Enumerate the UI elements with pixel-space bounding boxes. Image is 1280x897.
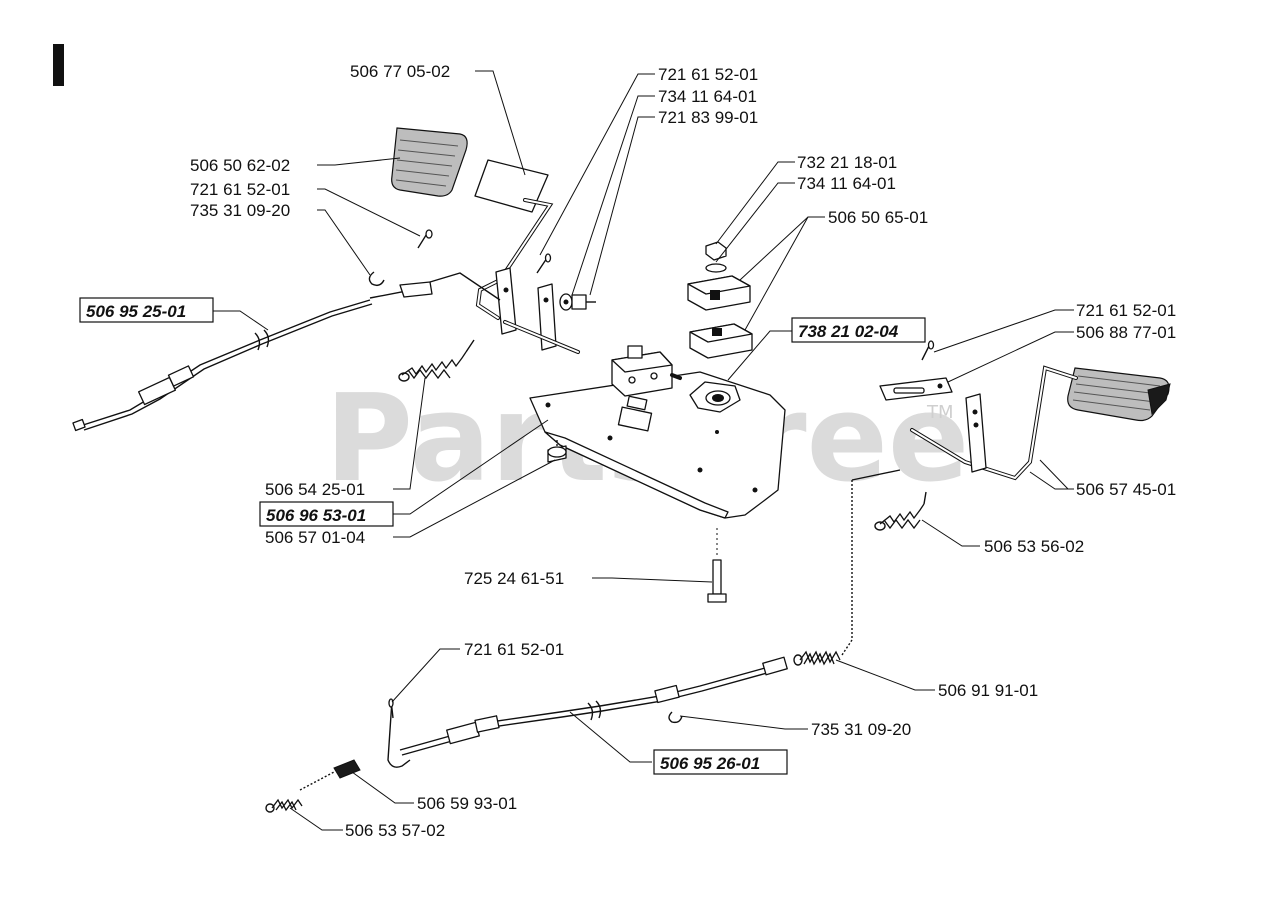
label-506-91-91-01[interactable]: 506 91 91-01	[938, 681, 1038, 700]
label-506-50-65-01[interactable]: 506 50 65-01	[828, 208, 928, 227]
bottom-bolt	[707, 528, 727, 603]
lower-pin	[388, 698, 394, 719]
left-spring	[398, 339, 475, 382]
right-cotter-pin	[921, 340, 935, 361]
right-spring	[874, 491, 927, 531]
label-506-57-01-04[interactable]: 506 57 01-04	[265, 528, 365, 547]
return-rod	[841, 469, 901, 656]
label-506-96-53-01[interactable]: 506 96 53-01	[266, 506, 366, 525]
left-bracket	[495, 267, 580, 354]
top-nut	[705, 241, 727, 273]
watermark-tm: TM	[926, 402, 954, 423]
label-725-24-61-51[interactable]: 725 24 61-51	[464, 569, 564, 588]
label-721-61-52-01-top[interactable]: 721 61 52-01	[658, 65, 758, 84]
left-pedal-arm	[475, 198, 554, 320]
label-738-21-02-04[interactable]: 738 21 02-04	[798, 322, 899, 341]
label-735-31-09-20-lower[interactable]: 735 31 09-20	[811, 720, 911, 739]
keybox-506-95-26-01	[653, 749, 788, 775]
lower-clip	[668, 711, 683, 724]
label-506-57-45-01[interactable]: 506 57 45-01	[1076, 480, 1176, 499]
section-marker-bar	[53, 44, 64, 86]
lower-spring	[793, 650, 841, 666]
upper-cotter-pin	[536, 253, 552, 274]
center-block	[611, 345, 682, 397]
upper-block	[687, 275, 751, 311]
leader-lines	[213, 70, 1074, 831]
keybox-506-95-25-01	[79, 297, 214, 323]
label-506-95-26-01[interactable]: 506 95 26-01	[660, 754, 760, 773]
keybox-738-21-02-04	[791, 317, 926, 343]
right-pedal-arm	[910, 365, 1078, 481]
pivot-bolt	[559, 293, 596, 311]
label-506-88-77-01[interactable]: 506 88 77-01	[1076, 323, 1176, 342]
left-cotter-pin	[417, 229, 433, 249]
label-506-54-25-01[interactable]: 506 54 25-01	[265, 480, 365, 499]
left-clip	[368, 271, 385, 287]
label-721-61-52-01-lower[interactable]: 721 61 52-01	[464, 640, 564, 659]
label-721-61-52-01-right[interactable]: 721 61 52-01	[1076, 301, 1176, 320]
bottom-left-spring	[265, 798, 303, 813]
label-734-11-64-01-top[interactable]: 734 11 64-01	[658, 87, 757, 106]
label-732-21-18-01[interactable]: 732 21 18-01	[797, 153, 897, 172]
center-base-plate	[529, 371, 786, 519]
label-721-61-52-01-left[interactable]: 721 61 52-01	[190, 180, 290, 199]
label-506-95-25-01[interactable]: 506 95 25-01	[86, 302, 186, 321]
label-506-77-05-02[interactable]: 506 77 05-02	[350, 62, 450, 81]
plate-bolt	[547, 440, 567, 463]
right-bracket	[965, 393, 987, 473]
label-721-83-99-01[interactable]: 721 83 99-01	[658, 108, 758, 127]
lower-block	[689, 323, 753, 359]
lower-cable	[387, 656, 788, 768]
label-735-31-09-20-left[interactable]: 735 31 09-20	[190, 201, 290, 220]
left-pedal-pad	[391, 127, 468, 197]
right-pedal-pad	[1067, 367, 1171, 422]
label-506-53-57-02[interactable]: 506 53 57-02	[345, 821, 445, 840]
label-734-11-64-01-right[interactable]: 734 11 64-01	[797, 174, 896, 193]
right-link-plate	[879, 377, 953, 401]
label-506-50-62-02[interactable]: 506 50 62-02	[190, 156, 290, 175]
label-506-53-56-02[interactable]: 506 53 56-02	[984, 537, 1084, 556]
cable-stop-block	[299, 759, 361, 791]
left-cable	[72, 272, 501, 432]
keybox-506-96-53-01	[259, 501, 394, 527]
label-506-59-93-01[interactable]: 506 59 93-01	[417, 794, 517, 813]
